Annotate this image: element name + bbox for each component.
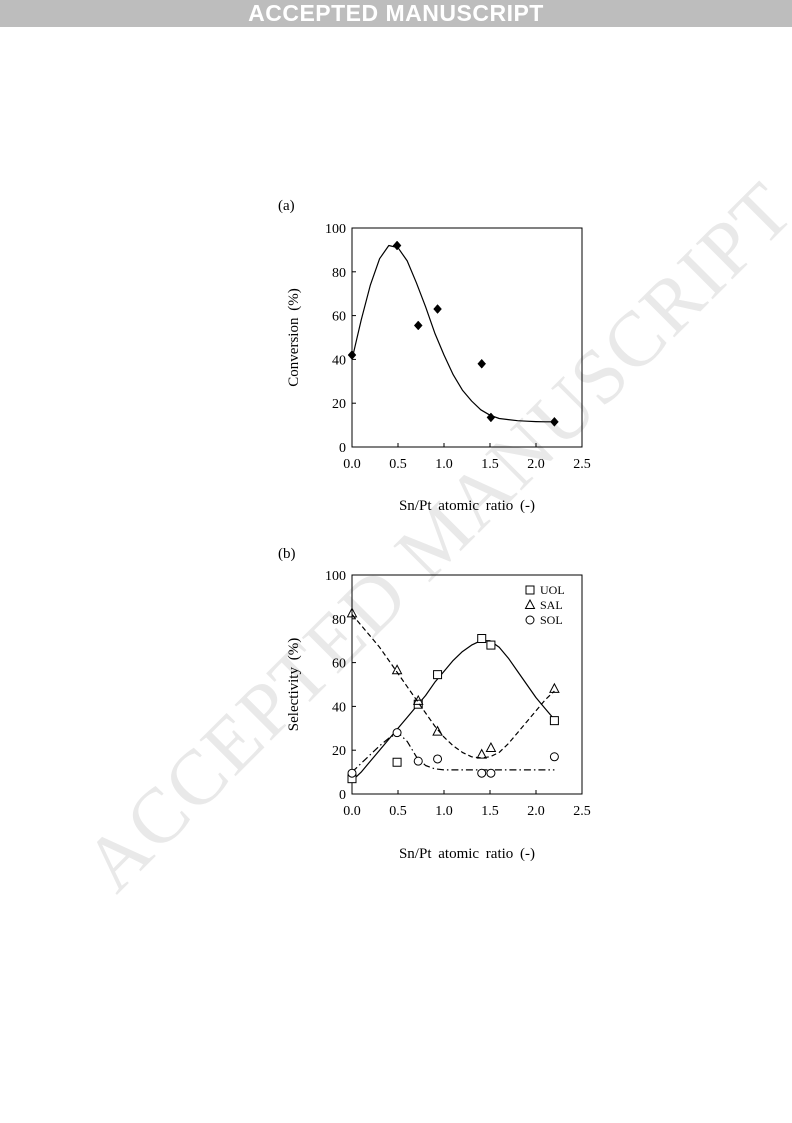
legend-label-uol: UOL bbox=[540, 583, 565, 597]
data-point-series bbox=[477, 358, 487, 369]
data-point-sal bbox=[346, 607, 358, 618]
data-point-uol bbox=[549, 716, 559, 726]
x-tick-label: 1.5 bbox=[481, 457, 499, 472]
legend-label-sol: SOL bbox=[540, 613, 563, 627]
x-tick-label: 2.0 bbox=[527, 804, 545, 819]
data-point-series bbox=[486, 412, 496, 423]
data-point-uol bbox=[477, 634, 487, 644]
fit-curve-sol bbox=[351, 732, 555, 773]
chart-panel-b: (b) 0 20 40 60 80 100 0.0 0.5 1.0 1.5 2.0 2.5Sn/Pt a… bbox=[278, 546, 591, 862]
y-tick-label: 60 bbox=[332, 657, 346, 672]
data-point-sol bbox=[486, 768, 496, 778]
chart-panel-a: (a) 0 20 40 60 80 100 0.0 0.5 1.0 1.5 2.0 2.5Sn/Pt a… bbox=[278, 198, 591, 514]
data-point-sal bbox=[485, 741, 497, 753]
x-tick-label: 0.0 bbox=[343, 804, 361, 819]
x-tick-label: 1.5 bbox=[481, 804, 499, 819]
data-point-uol bbox=[486, 640, 496, 650]
y-tick-label: 80 bbox=[332, 613, 346, 628]
x-axis-label: Sn/Pt atomic ratio (-) bbox=[399, 498, 535, 514]
y-tick-label: 40 bbox=[332, 700, 346, 715]
data-point-uol bbox=[392, 757, 402, 767]
y-tick-label: 60 bbox=[332, 310, 346, 325]
y-tick-label: 100 bbox=[325, 569, 346, 584]
y-tick-label: 20 bbox=[332, 744, 346, 759]
data-point-sal bbox=[549, 682, 560, 693]
y-tick-label: 0 bbox=[339, 441, 346, 456]
data-point-series bbox=[413, 320, 423, 331]
panel-label: (b) bbox=[278, 546, 296, 562]
y-axis-label: Conversion (%) bbox=[286, 288, 302, 386]
accepted-manuscript-banner: ACCEPTED MANUSCRIPT bbox=[0, 0, 792, 27]
fit-curve-uol bbox=[351, 640, 555, 782]
data-point-sal bbox=[432, 725, 443, 736]
x-axis-label: Sn/Pt atomic ratio (-) bbox=[399, 846, 535, 862]
legend-marker-sol bbox=[525, 615, 535, 625]
y-axis-label: Selectivity (%) bbox=[286, 638, 302, 731]
x-tick-label: 1.0 bbox=[435, 457, 453, 472]
data-point-sal bbox=[412, 694, 424, 705]
y-tick-label: 100 bbox=[325, 222, 346, 237]
data-point-sal bbox=[476, 748, 488, 759]
y-tick-label: 80 bbox=[332, 266, 346, 281]
x-tick-label: 0.0 bbox=[343, 457, 361, 472]
data-point-sol bbox=[433, 754, 443, 764]
legend-marker-uol bbox=[525, 585, 535, 595]
data-point-sol bbox=[549, 752, 559, 762]
y-tick-label: 20 bbox=[332, 397, 346, 412]
data-point-series bbox=[550, 416, 559, 427]
data-point-series bbox=[347, 350, 357, 360]
legend-marker-sal bbox=[524, 598, 536, 609]
x-tick-label: 2.0 bbox=[527, 457, 545, 472]
x-tick-label: 0.5 bbox=[389, 804, 407, 819]
x-tick-label: 2.5 bbox=[573, 457, 591, 472]
data-point-sol bbox=[392, 728, 402, 738]
plot-frame bbox=[351, 227, 583, 448]
x-tick-label: 1.0 bbox=[435, 804, 453, 819]
fit-curve-sal bbox=[351, 614, 555, 759]
x-tick-label: 2.5 bbox=[573, 804, 591, 819]
data-point-sol bbox=[477, 768, 487, 778]
y-tick-label: 40 bbox=[332, 353, 346, 368]
y-tick-label: 0 bbox=[339, 788, 346, 803]
data-point-sol bbox=[347, 768, 357, 778]
data-point-sol bbox=[413, 756, 423, 766]
x-tick-label: 0.5 bbox=[389, 457, 407, 472]
plot-frame bbox=[351, 574, 583, 795]
data-point-series bbox=[392, 240, 402, 251]
data-point-series bbox=[433, 304, 442, 314]
data-point-sal bbox=[391, 664, 403, 675]
data-point-uol bbox=[433, 670, 443, 680]
fit-curve-series bbox=[351, 244, 555, 423]
legend-label-sal: SAL bbox=[540, 598, 563, 612]
panel-label: (a) bbox=[278, 198, 295, 214]
